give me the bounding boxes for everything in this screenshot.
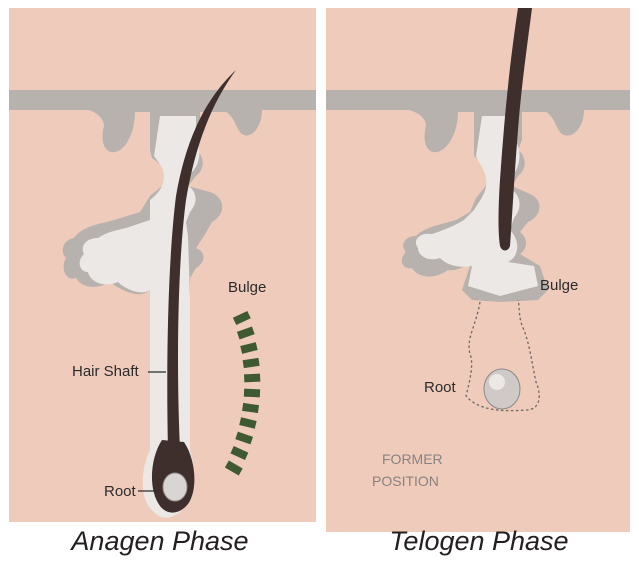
telogen-former-position-label-line1: FORMER bbox=[382, 451, 443, 467]
anagen-root-label: Root bbox=[104, 483, 137, 500]
bulge-dash bbox=[244, 374, 260, 383]
anagen-bulge-label: Bulge bbox=[228, 279, 266, 296]
telogen-root-ball bbox=[484, 369, 520, 409]
telogen-phase-caption: Telogen Phase bbox=[319, 526, 639, 557]
telogen-root-ball-highlight bbox=[489, 374, 505, 390]
anagen-panel: Bulge Hair Shaft Root bbox=[9, 8, 316, 522]
telogen-root-label: Root bbox=[424, 379, 457, 396]
bulge-dash bbox=[244, 389, 260, 398]
telogen-former-position-label-line2: POSITION bbox=[372, 473, 439, 489]
anagen-phase-caption: Anagen Phase bbox=[0, 526, 320, 557]
telogen-bulge-label: Bulge bbox=[540, 277, 578, 294]
telogen-panel: Bulge Root FORMER POSITION bbox=[326, 8, 630, 532]
anagen-hair-shaft-label: Hair Shaft bbox=[72, 363, 140, 380]
anagen-dermal-papilla bbox=[163, 473, 187, 501]
